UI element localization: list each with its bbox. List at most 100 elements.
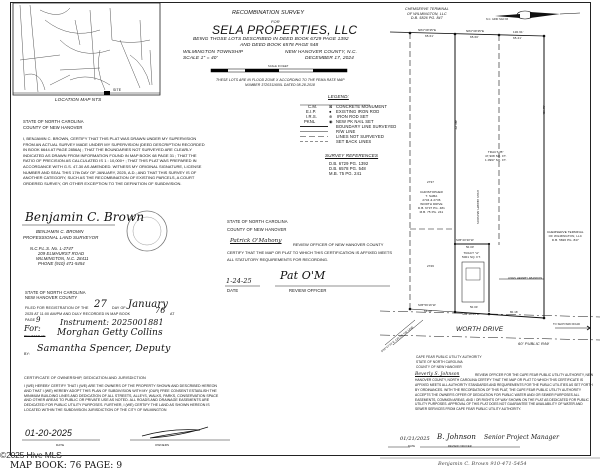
review-body: REVIEW OFFICER OF NEW HANOVER COUNTY CER… — [227, 242, 392, 263]
legend-label: LINES NOT SURVEYED — [336, 134, 384, 139]
road-name: WORTH DRIVE — [456, 326, 504, 333]
scale-bar-label: SCALE IN FEET — [268, 65, 289, 68]
owners-label: OWNERS — [155, 443, 170, 447]
survey-reference: D.B. 6578 PG. 548 — [329, 166, 366, 171]
distance-label: 130.61' — [513, 30, 524, 34]
side-distance-right: 490.75' — [542, 105, 546, 115]
surveyor-license: N.C.P.L.S. No. L-2747 — [30, 246, 74, 251]
filed-prefix: FILED FOR REGISTRATION OF THE — [25, 306, 89, 310]
location-map-streets — [19, 4, 153, 93]
review-officer-name: Patrick O'Mahony — [230, 238, 282, 244]
surveyor-title: PROFESSIONAL LAND SURVEYOR — [23, 235, 99, 240]
county: NEW HANOVER COUNTY, N.C. — [285, 50, 358, 55]
flood-note-2: NUMBER 3720311600L DATED 08-28-2018 — [245, 83, 316, 87]
cfpua-officer-name: Beverly S. Johnson — [415, 372, 460, 377]
watermark: ©2025 Hive MLS — [0, 450, 62, 460]
surveyor-address1: 209 ELMHURST ROAD — [38, 251, 85, 256]
review-officer-label: REVIEW OFFICER — [289, 288, 327, 293]
distance-label: 65.21' — [513, 36, 522, 40]
lot-2737: 2737 — [427, 180, 435, 184]
location-map-caption: LOCATION MAP NTS — [55, 97, 102, 102]
legend-abbr: C.M. — [308, 104, 318, 109]
cfpua-title: CAPE FEAR PUBLIC UTILITY AUTHORITY — [416, 355, 482, 359]
mid-distance: 50.00' — [466, 245, 475, 249]
filed-at: AT — [170, 312, 175, 316]
register-name: Morghan Getty Collins — [57, 328, 163, 338]
survey-date: DECEMBER 17, 2024 — [305, 56, 354, 61]
abandon-label-1: LINES HEREBY ABANDON — [476, 190, 479, 225]
iron-rod-set-icon: ⊕ — [329, 114, 333, 119]
for-label: For: — [24, 324, 41, 333]
by-label: BY: — [24, 352, 30, 356]
bearing-mid: S05°20'30"W — [456, 238, 474, 242]
surveyor-phone: PHONE (910) 471-5454 — [38, 261, 85, 266]
bearing-bottom-1: S05°59'16"W — [418, 303, 436, 307]
pk-nail-icon: ◉ — [329, 119, 333, 124]
cfpua-body: REVIEW OFFICER FOR THE CAPE FEAR PUBLIC … — [415, 373, 594, 412]
legend-title: LEGEND: — [328, 94, 349, 99]
deed-line2: AND DEED BOOK 6578 PAGE 548 — [240, 43, 319, 48]
registration-county: NEW HANOVER COUNTY — [25, 295, 78, 300]
deputy-name: Samantha Spencer, Deputy — [37, 343, 171, 354]
legend-label: NEW PK NAIL SET — [336, 119, 374, 124]
filed-line2: 2025 AT 11:00 AM/PM AND DULY RECORDED IN… — [25, 312, 131, 316]
review-state: STATE OF NORTH CAROLINA — [227, 219, 288, 224]
survey-references-title: SURVEY REFERENCES — [325, 153, 379, 158]
north-arrow-icon — [495, 10, 581, 20]
township: WILMINGTON TOWNSHIP — [183, 50, 244, 55]
filed-day-of: DAY OF — [112, 306, 126, 310]
legend-label: CONCRETE MONUMENT — [336, 104, 388, 109]
surveyor-name: BENJAMIN C. BROWN — [36, 229, 84, 234]
review-date-label: DATE — [227, 288, 239, 293]
to-shipyard-road: TO SHIPYARD ROAD — [553, 323, 581, 326]
legend-abbr: PKNL — [304, 119, 316, 124]
distance-label: 65.60' — [470, 35, 479, 39]
cfpua-county: COUNTY OF NEW HANOVER — [416, 365, 462, 369]
bottom-signature: Benjamin C. Brown 910-471-5454 — [438, 461, 527, 467]
bearing-label: N84°39'35"E — [466, 29, 485, 33]
legend-abbr: E.I.P. — [306, 109, 317, 114]
legend-label: SET BACK LINES — [336, 139, 372, 144]
review-county: COUNTY OF NEW HANOVER — [227, 227, 287, 232]
title-line2: FOR — [271, 19, 280, 24]
distance-label: 65.61' — [425, 34, 434, 38]
cfpua-signature: B. Johnson — [437, 433, 476, 441]
filed-month: January — [128, 299, 168, 310]
owner-signature — [141, 426, 209, 439]
ownership-body: I (WE) HEREBY CERTIFY THAT I (WE) ARE TH… — [24, 384, 219, 412]
plat-lines — [379, 31, 600, 346]
bottom-distance-2: 50.04' — [470, 305, 479, 309]
bottom-distance-1: 64.39' — [424, 309, 433, 313]
site-label: SITE — [113, 88, 122, 92]
survey-reference: M.B. 75 PG. 241 — [329, 171, 362, 176]
tract-b-label: TRACT "B"47,908 SQ. FT.1.0997 SQ. FT. — [485, 150, 507, 162]
lot-2726: 2726 — [427, 264, 435, 268]
surveyor-seal — [126, 210, 168, 252]
surveyor-certificate-body: I, BENJAMIN C. BROWN, CERTIFY THAT THIS … — [23, 136, 205, 186]
register-label: REGISTER OF — [24, 334, 46, 338]
ownership-date-label: DATE — [56, 443, 65, 447]
map-book-note: MAP BOOK: 76 PAGE: 9 — [10, 461, 123, 471]
cfpua-date: 01/21/2025 — [400, 436, 430, 442]
review-date: 1-24-25 — [226, 277, 252, 285]
legend-label: R/W LINE — [336, 129, 356, 134]
cfpua-state: STATE OF NORTH CAROLINA — [416, 360, 463, 364]
surveyor-state: STATE OF NORTH CAROLINA — [23, 119, 84, 124]
owner-title: SELA PROPERTIES, LLC — [212, 23, 358, 37]
filed-page: 9 — [36, 316, 41, 324]
ownership-date: 01-20-2025 — [25, 428, 73, 438]
deed-line1: BEING THOSE LOTS DESCRIBED IN DEED BOOK … — [193, 37, 349, 42]
tract-a-label: TRACT "A"5001 SQ. FT. — [462, 251, 481, 259]
legend-abbr: I.R.S. — [306, 114, 318, 119]
north-label: N.C. GRID NAD 83 — [486, 18, 509, 21]
surveyor-signature: Benjamin C. Brown — [25, 210, 145, 224]
legend-label: IRON ROD SET — [337, 114, 369, 119]
concrete-monument-icon: ⊠ — [329, 104, 333, 109]
existing-iron-rod-icon: ● — [329, 109, 332, 114]
site-marker — [104, 91, 110, 95]
filed-day: 27 — [94, 299, 107, 310]
